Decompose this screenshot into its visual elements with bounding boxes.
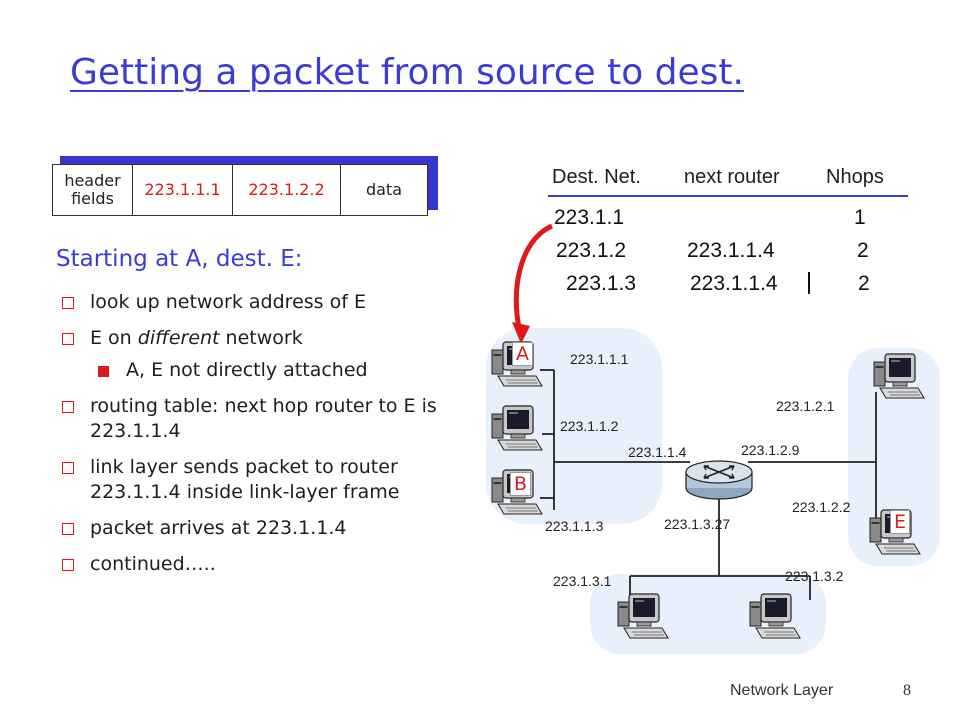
sub-bullet-item: A, E not directly attached — [62, 358, 472, 383]
bullet-item: packet arrives at 223.1.1.4 — [62, 516, 472, 541]
routing-table-divider — [548, 195, 908, 197]
pointer-arrow — [513, 223, 554, 333]
host-a-label: A — [512, 342, 533, 366]
bullet-marker-icon — [62, 523, 74, 535]
bullet-item: routing table: next hop router to E is 2… — [62, 394, 472, 444]
page-number: 8 — [903, 682, 911, 699]
host-computer-icon — [617, 593, 669, 639]
routing-table-cell-hops: 2 — [858, 272, 870, 295]
bullet-marker-icon — [62, 401, 74, 413]
bullet-item: look up network address of E — [62, 290, 472, 315]
sub-bullet-marker-icon — [98, 366, 109, 377]
bullet-item: link layer sends packet to router 223.1.… — [62, 455, 472, 505]
arrow-head-icon — [512, 322, 530, 344]
routing-table-header-dest: Dest. Net. — [552, 166, 641, 188]
packet-dest-ip: 223.1.2.2 — [233, 165, 341, 215]
ip-label: 223.1.1.3 — [545, 518, 604, 534]
host-b-label: B — [510, 472, 532, 496]
host-computer-icon — [873, 353, 925, 399]
text-cursor — [808, 272, 810, 294]
routing-table-cell-next: 223.1.1.4 — [690, 272, 778, 295]
host-computer-icon — [749, 593, 801, 639]
host-computer-icon — [491, 405, 543, 451]
ip-label: 223.1.3.27 — [664, 516, 731, 532]
bullet-marker-icon — [62, 297, 74, 309]
ip-label: 223.1.1.2 — [560, 418, 619, 434]
ip-label: 223.1.1.1 — [570, 351, 629, 367]
routing-table-cell-dest: 223.1.3 — [566, 272, 637, 295]
bullet-marker-icon — [62, 559, 74, 571]
bullet-list: look up network address of E E on differ… — [62, 290, 472, 588]
packet-header-field: header fields — [53, 165, 133, 215]
bullet-item: continued….. — [62, 552, 472, 577]
routing-table-header-next: next router — [684, 166, 780, 188]
subtitle: Starting at A, dest. E: — [56, 246, 303, 272]
router-icon — [685, 460, 753, 500]
bullet-item: E on different network — [62, 326, 472, 351]
routing-table-header-hops: Nhops — [826, 166, 884, 188]
footer-label: Network Layer — [730, 682, 834, 699]
routing-table-cell-dest: 223.1.1 — [554, 206, 625, 229]
bullet-marker-icon — [62, 462, 74, 474]
ip-label: 223.1.2.1 — [776, 398, 835, 414]
ip-label: 223.1.3.2 — [785, 568, 844, 584]
ip-label: 223.1.1.4 — [628, 444, 687, 460]
routing-table-cell-dest: 223.1.2 — [556, 239, 627, 262]
slide-title: Getting a packet from source to dest. — [70, 52, 744, 93]
routing-table-cell-hops: 2 — [857, 239, 869, 262]
packet-source-ip: 223.1.1.1 — [133, 165, 233, 215]
host-e-label: E — [890, 510, 911, 534]
routing-table-cell-next: 223.1.1.4 — [687, 239, 775, 262]
ip-label: 223.1.3.1 — [553, 573, 612, 589]
ip-label: 223.1.2.9 — [741, 442, 800, 458]
ip-label: 223.1.2.2 — [792, 499, 851, 515]
packet-diagram: header fields 223.1.1.1 223.1.2.2 data — [52, 164, 428, 216]
routing-table-cell-hops: 1 — [854, 206, 866, 229]
bullet-marker-icon — [62, 333, 74, 345]
packet-data-field: data — [365, 180, 403, 200]
